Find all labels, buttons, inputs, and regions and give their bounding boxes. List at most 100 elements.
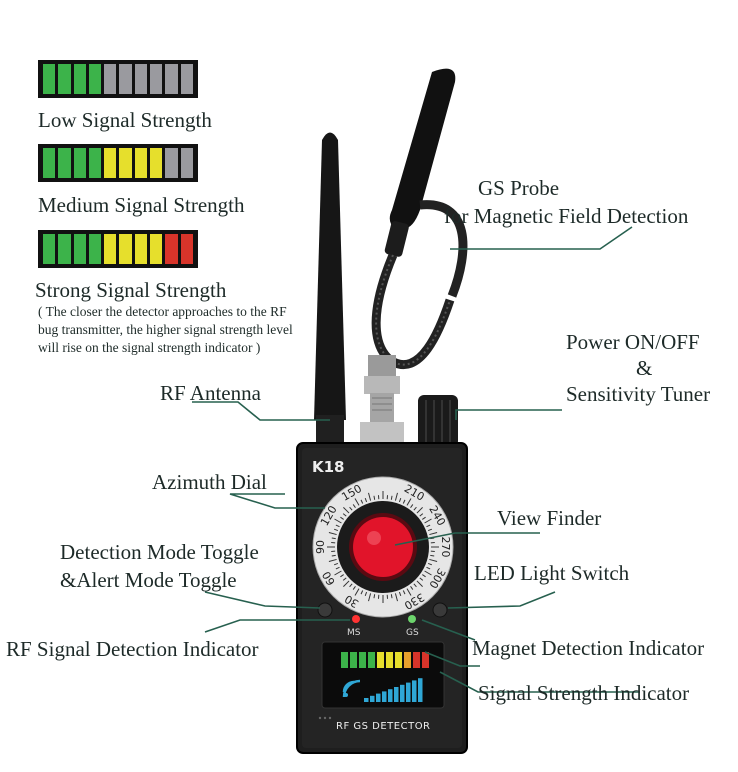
dial-tick xyxy=(413,583,417,588)
dial-tick xyxy=(402,590,406,595)
dial-tick xyxy=(340,516,344,520)
meter-segment xyxy=(104,234,117,264)
display-segment xyxy=(413,652,420,668)
dial-tick xyxy=(333,562,339,566)
display-bar xyxy=(364,698,369,702)
rf-antenna xyxy=(314,132,346,445)
display-segment xyxy=(404,652,411,668)
display-bar xyxy=(382,691,387,702)
dial-tick xyxy=(410,504,414,508)
meter-segment xyxy=(150,234,163,264)
meter-segment xyxy=(165,148,178,178)
meter-segment xyxy=(119,64,132,94)
rf-indicator-label: RF Signal Detection Indicator xyxy=(6,637,259,661)
meter-segment xyxy=(150,148,163,178)
dial-number: 270 xyxy=(439,537,452,558)
model-label: K18 xyxy=(312,458,345,476)
dial-tick xyxy=(352,504,356,508)
meter-segment xyxy=(58,148,71,178)
display-segment xyxy=(377,652,384,668)
dial-tick xyxy=(328,532,337,536)
dial-tick xyxy=(343,507,350,514)
meter-segment xyxy=(88,234,102,264)
meter-segment xyxy=(58,64,71,94)
dial-tick xyxy=(354,498,360,506)
view-finder xyxy=(349,513,417,581)
dial-tick xyxy=(406,588,412,596)
dial-tick xyxy=(398,591,402,597)
dial-number: 30 xyxy=(342,592,361,610)
dial-tick xyxy=(333,528,339,532)
dial-tick xyxy=(398,497,402,503)
meter-segment xyxy=(165,234,178,264)
display-segment xyxy=(350,652,357,668)
dial-number: 60 xyxy=(320,569,338,588)
dial-tick xyxy=(422,516,426,520)
display-bar xyxy=(376,693,381,702)
meter-segment xyxy=(88,148,102,178)
led-switch-button xyxy=(432,602,448,618)
dial-tick xyxy=(368,492,372,501)
mode-toggle-button xyxy=(317,602,333,618)
display-bar xyxy=(394,687,399,702)
gs-label: GS xyxy=(406,628,419,638)
meter-segment xyxy=(180,64,193,94)
display-segment xyxy=(359,652,366,668)
meter-segment xyxy=(119,148,132,178)
meter-segment xyxy=(43,234,56,264)
dial-tick xyxy=(394,492,398,501)
medium-signal-meter xyxy=(38,144,198,182)
gs-probe-title: GS Probe xyxy=(478,176,560,200)
detection-mode-label: Detection Mode Toggle xyxy=(60,540,259,564)
signal-note: ( The closer the detector approaches to … xyxy=(38,304,293,356)
azimuth-label: Azimuth Dial xyxy=(152,470,267,494)
dial-tick xyxy=(373,594,376,599)
meter-segment xyxy=(134,148,148,178)
dial-tick xyxy=(342,577,347,581)
dial-tick xyxy=(354,588,360,596)
dial-tick xyxy=(427,562,433,566)
meter-segment xyxy=(73,234,86,264)
low-signal-label: Low Signal Strength xyxy=(38,108,212,132)
meter-segment xyxy=(150,64,163,94)
display-segment xyxy=(395,652,402,668)
power-knob xyxy=(418,395,458,447)
dial-tick xyxy=(331,537,336,540)
meter-segment xyxy=(119,234,132,264)
dial-tick xyxy=(390,594,393,599)
display-bar xyxy=(388,689,393,702)
strong-signal-label: Strong Signal Strength xyxy=(35,278,227,302)
rf-antenna-label: RF Antenna xyxy=(160,381,261,405)
dial-tick xyxy=(406,498,412,506)
meter-segment xyxy=(134,234,148,264)
dial-tick xyxy=(427,528,433,532)
dial-tick xyxy=(349,583,353,588)
dial-tick xyxy=(422,574,426,578)
dial-tick xyxy=(360,590,364,595)
meter-segment xyxy=(165,64,178,94)
dial-number: 90 xyxy=(314,540,327,554)
magnet-indicator-led xyxy=(408,615,416,623)
dial-tick xyxy=(334,570,342,576)
display-bar xyxy=(370,695,375,702)
magnet-indicator-label: Magnet Detection Indicator xyxy=(472,636,705,660)
meter-segment xyxy=(180,234,193,264)
meter-segment xyxy=(73,148,86,178)
dial-tick xyxy=(368,593,372,602)
meter-segment xyxy=(104,148,117,178)
display-bar xyxy=(406,682,411,702)
dial-tick xyxy=(335,566,340,570)
dial-tick xyxy=(419,577,424,581)
probe-connector xyxy=(360,355,404,444)
dial-tick xyxy=(331,554,336,557)
meter-segment xyxy=(104,64,117,94)
dial-tick xyxy=(342,513,347,517)
power-label-1: Power ON/OFF xyxy=(566,330,700,354)
dial-tick xyxy=(364,497,368,503)
dial-tick xyxy=(328,558,337,562)
dial-tick xyxy=(410,586,414,590)
dial-tick xyxy=(424,518,432,524)
alert-mode-label: &Alert Mode Toggle xyxy=(60,568,237,592)
signal-display xyxy=(321,641,445,709)
footer-label: RF GS DETECTOR xyxy=(336,721,431,732)
